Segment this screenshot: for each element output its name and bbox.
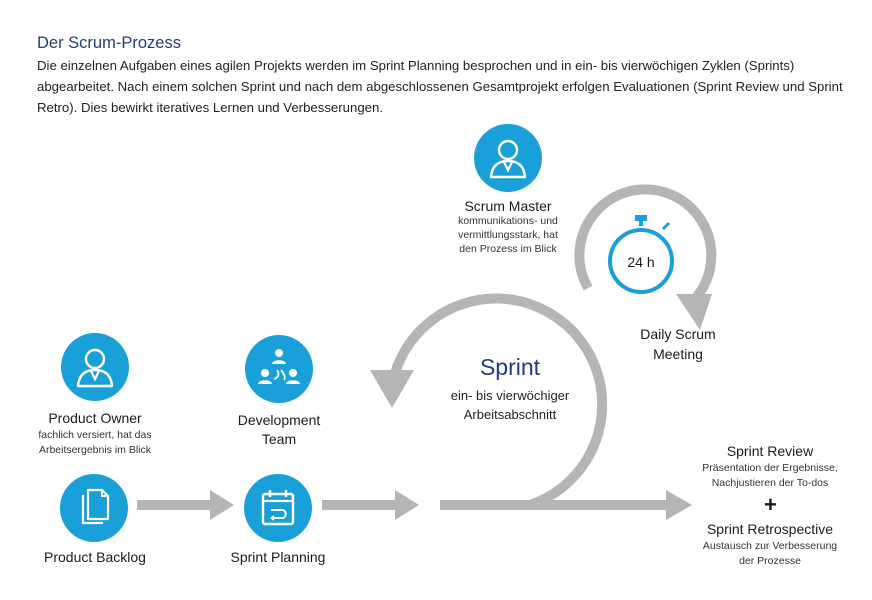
product-owner-icon-circle [61, 333, 129, 401]
product-owner-desc-1: fachlich versiert, hat das [38, 429, 152, 441]
sprint-title: Sprint [479, 354, 541, 380]
sprint-to-review-arrowhead [666, 490, 692, 520]
scrum-master-label: Scrum Master [464, 198, 552, 214]
scrum-master-icon-circle [474, 124, 542, 192]
sprint-retro-desc-1: Austausch zur Verbesserung [702, 540, 838, 552]
sprint-planning-icon-circle [244, 474, 312, 542]
calendar-icon [261, 490, 295, 526]
development-team-icon-circle [245, 335, 313, 403]
daily-loop-arrowhead [676, 294, 712, 330]
sprint-retro-label: Sprint Retrospective [706, 521, 834, 537]
daily-scrum-timer: 24 h [627, 254, 655, 270]
documents-icon [81, 488, 110, 525]
product-owner-label: Product Owner [48, 410, 142, 426]
scrum-master-desc-1: kommunikations- und [458, 215, 558, 227]
sprint-desc-2: Arbeitsabschnitt [463, 407, 557, 422]
sprint-desc-1: ein- bis vierwöchiger [450, 388, 570, 403]
product-backlog-icon-circle [60, 474, 128, 542]
stopwatch-icon [608, 215, 674, 294]
sprint-planning-label: Sprint Planning [230, 549, 326, 565]
backlog-to-planning-arrowhead [210, 490, 234, 520]
development-team-label-1: Development [237, 412, 321, 428]
page-title: Der Scrum-Prozess [37, 34, 181, 52]
product-backlog-label: Product Backlog [44, 549, 146, 565]
team-icon [258, 349, 300, 384]
sprint-review-desc-2: Nachjustieren der To-dos [711, 477, 829, 489]
sprint-loop-arrowhead [370, 370, 414, 408]
plus-sign: + [764, 492, 777, 517]
sprint-retro-desc-2: der Prozesse [739, 555, 801, 567]
intro-text: Die einzelnen Aufgaben eines agilen Proj… [37, 58, 843, 115]
sprint-loop-arrow [387, 293, 608, 510]
sprint-review-label: Sprint Review [726, 443, 814, 459]
daily-loop-arrow [574, 184, 717, 304]
scrum-master-desc-2: vermittlungsstark, hat [458, 229, 558, 241]
sprint-review-desc-1: Präsentation der Ergebnisse, [702, 462, 838, 474]
daily-scrum-label-1: Daily Scrum [640, 326, 716, 342]
scrum-master-desc-3: den Prozess im Blick [459, 243, 557, 255]
planning-to-sprint-arrowhead [395, 490, 419, 520]
development-team-label-2: Team [261, 431, 297, 447]
person-icon [489, 139, 527, 179]
person-icon [76, 348, 114, 388]
product-owner-desc-2: Arbeitsergebnis im Blick [38, 444, 152, 456]
daily-scrum-label-2: Meeting [653, 346, 703, 362]
